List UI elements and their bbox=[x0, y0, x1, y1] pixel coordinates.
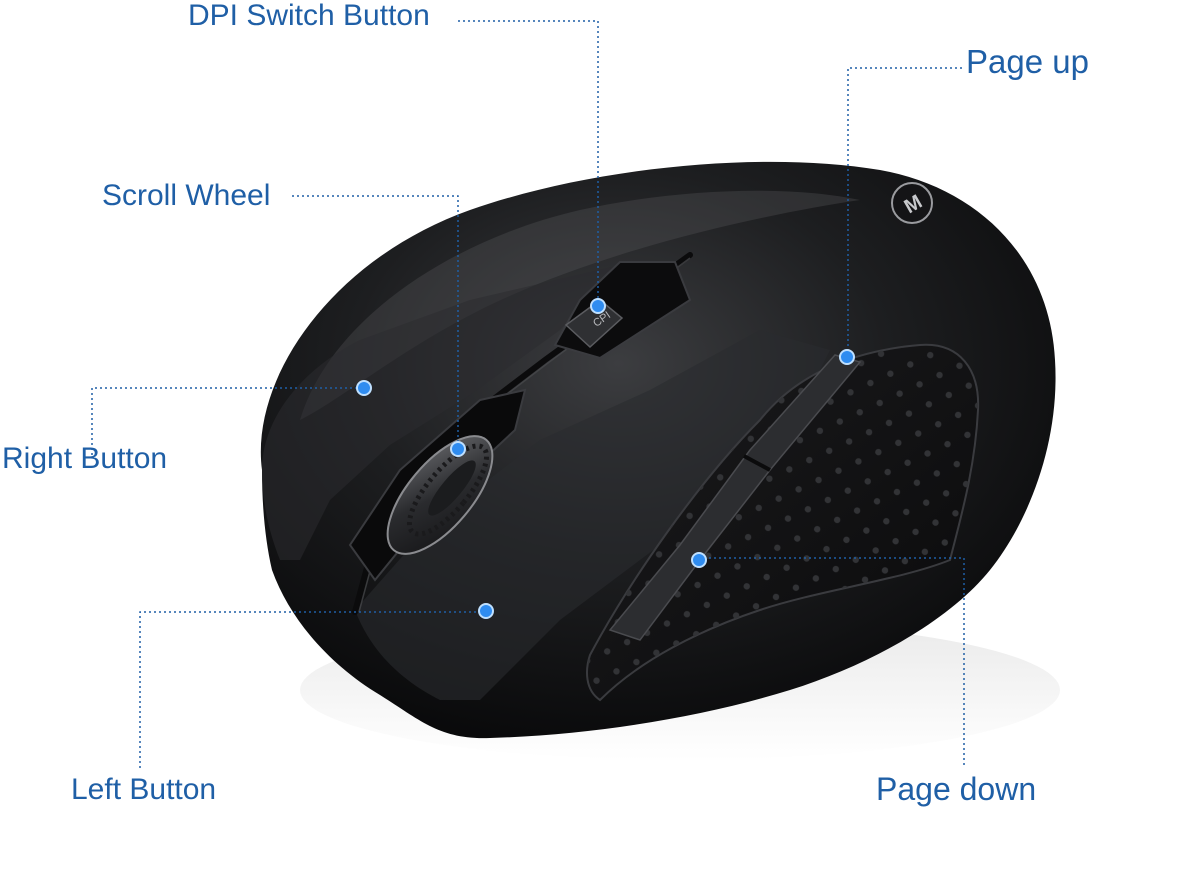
callout-line-left-button bbox=[139, 611, 486, 768]
callout-line-dpi bbox=[458, 20, 599, 305]
grip-texture bbox=[587, 344, 979, 700]
dot-page-up bbox=[839, 349, 855, 365]
callout-dpi-switch: DPI Switch Button bbox=[188, 0, 430, 32]
dpi-button[interactable]: CPI bbox=[564, 299, 624, 349]
dot-dpi bbox=[590, 298, 606, 314]
left-button-shape bbox=[355, 330, 830, 700]
callout-right-button: Right Button bbox=[2, 442, 168, 475]
brand-logo: M bbox=[891, 182, 933, 224]
scroll-wheel[interactable] bbox=[369, 419, 511, 570]
right-button-shape bbox=[262, 265, 620, 560]
dot-scroll bbox=[450, 441, 466, 457]
callout-left-button: Left Button bbox=[71, 773, 217, 806]
callout-scroll-wheel: Scroll Wheel bbox=[102, 179, 271, 212]
callout-page-down: Page down bbox=[876, 771, 1037, 807]
dot-page-down bbox=[691, 552, 707, 568]
side-button-divider bbox=[743, 454, 771, 472]
body-highlight bbox=[300, 190, 860, 420]
callout-line-right-button bbox=[91, 387, 364, 455]
callout-page-up: Page up bbox=[966, 43, 1089, 80]
callout-line-scroll bbox=[292, 195, 459, 447]
dot-left-button bbox=[478, 603, 494, 619]
dot-right-button bbox=[356, 380, 372, 396]
callout-line-page-down bbox=[700, 557, 965, 765]
callout-line-page-up bbox=[847, 67, 962, 355]
side-button-strip bbox=[608, 354, 862, 641]
